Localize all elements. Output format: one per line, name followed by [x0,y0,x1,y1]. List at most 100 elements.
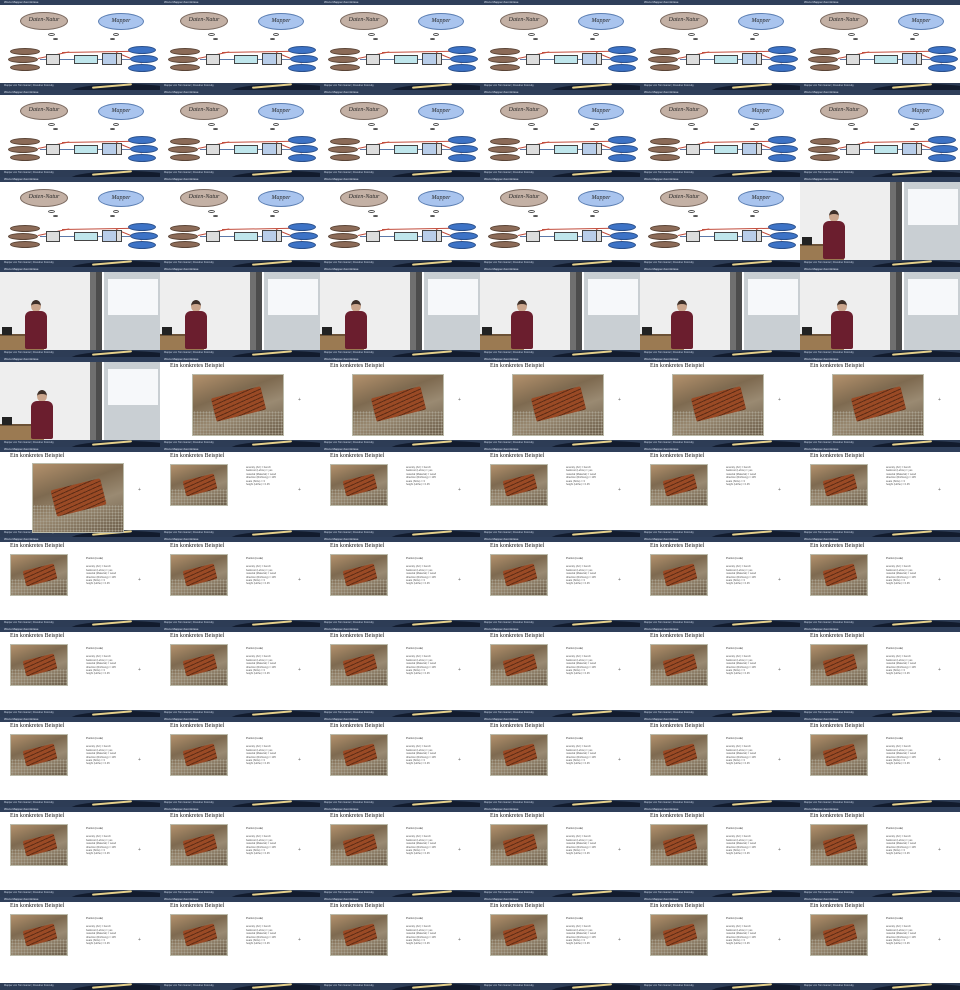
cloud-right-label: Mapper [431,108,451,114]
source-node [490,241,520,248]
slide-title: Ein konkretes Beispiel [330,723,385,729]
slide-footer-bar: Mapper von Tom Ganter | Dresdner Freizei… [640,890,800,897]
slide-footer-text: Mapper von Tom Ganter | Dresdner Freizei… [484,441,534,444]
source-node [330,154,360,161]
node-tag-line: backrest (Lehne) = yes [406,658,433,662]
node-tag-line: height (Höhe) = 0.45 [86,762,110,766]
slide-footer-text: Mapper von Tom Ganter | Dresdner Freizei… [484,801,534,804]
flow-connector [898,59,902,60]
slide-footer-bar: Mapper von Tom Ganter | Dresdner Freizei… [160,800,320,807]
plus-sign: + [138,757,141,763]
slide-footer-bar: Mapper von Tom Ganter | Dresdner Freizei… [0,983,160,990]
slide-footer-text: Mapper von Tom Ganter | Dresdner Freizei… [4,984,54,987]
footer-globe-arc [550,531,640,537]
node-tag-line: height (Höhe) = 0.45 [406,672,430,676]
thought-bubble [753,33,759,36]
plus-sign: + [458,397,461,403]
output-node [128,241,156,249]
cloud-left-label: Daten-Natur [348,107,380,113]
flow-connector [922,59,930,60]
output-node [928,64,956,72]
node-tag-line: backrest (Lehne) = yes [86,748,113,752]
room-pillar [90,362,96,442]
node-tag-line: direction (Richtung) = 135 [86,935,116,939]
node-tag-line: height (Höhe) = 0.45 [726,582,750,586]
node-tag-line: height (Höhe) = 0.45 [886,483,910,487]
node-tag-line: backrest (Lehne) = yes [246,838,273,842]
node-tag-line: seats (Sitze) = 3 [566,579,585,583]
node-tag-line: backrest (Lehne) = yes [246,568,273,572]
flow-connector [380,149,394,150]
